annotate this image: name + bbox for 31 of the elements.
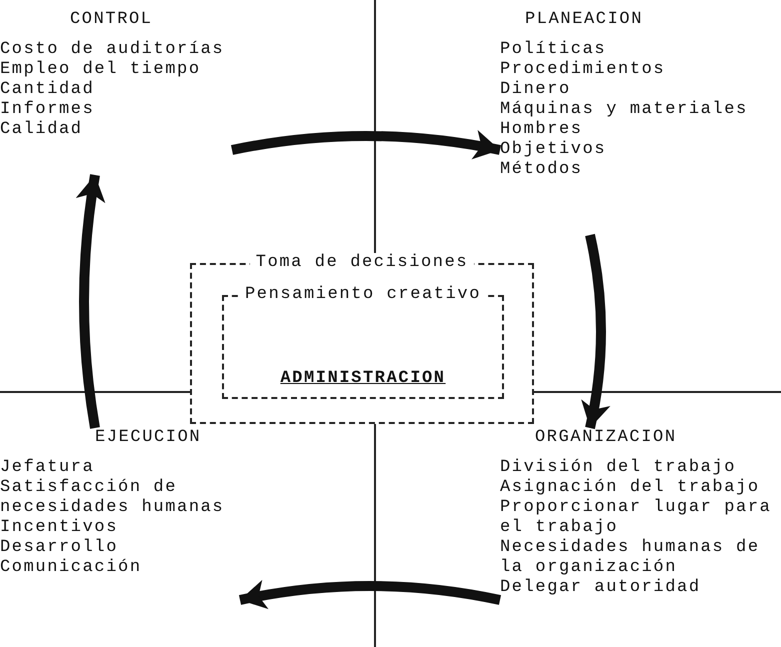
arrow [580, 234, 610, 430]
list-item: Proporcionar lugar para el trabajo [500, 498, 772, 538]
arrow [239, 580, 501, 610]
list-item: Métodos [500, 160, 584, 180]
section-heading: ORGANIZACION [534, 428, 677, 448]
list-item: Costo de auditorías [0, 40, 226, 60]
list-item: Objetivos [500, 140, 608, 160]
list-item: Necesidades humanas de la organización [500, 538, 761, 578]
section-heading: PLANEACION [524, 10, 644, 30]
list-item: Calidad [0, 120, 84, 140]
list-item: Jefatura [0, 458, 96, 478]
section-heading: CONTROL [69, 10, 153, 30]
list-item: Procedimientos [500, 60, 666, 80]
list-item: Comunicación [0, 558, 143, 578]
list-item: Asignación del trabajo [500, 478, 761, 498]
list-item: Delegar autoridad [500, 578, 702, 598]
list-item: Satisfacción de necesidades humanas [0, 478, 226, 518]
list-item: Informes [0, 100, 96, 120]
list-item: Máquinas y materiales [500, 100, 749, 120]
arrow [76, 174, 106, 429]
list-item: Dinero [500, 80, 572, 100]
list-item: División del trabajo [500, 458, 738, 478]
list-item: Políticas [500, 40, 608, 60]
section-heading: EJECUCION [94, 428, 202, 448]
list-item: Desarrollo [0, 538, 120, 558]
list-item: Cantidad [0, 80, 96, 100]
center-label: ADMINISTRACION [280, 369, 446, 388]
list-item: Empleo del tiempo [0, 60, 202, 80]
list-item: Incentivos [0, 518, 120, 538]
arrow [231, 130, 501, 160]
list-item: Hombres [500, 120, 584, 140]
